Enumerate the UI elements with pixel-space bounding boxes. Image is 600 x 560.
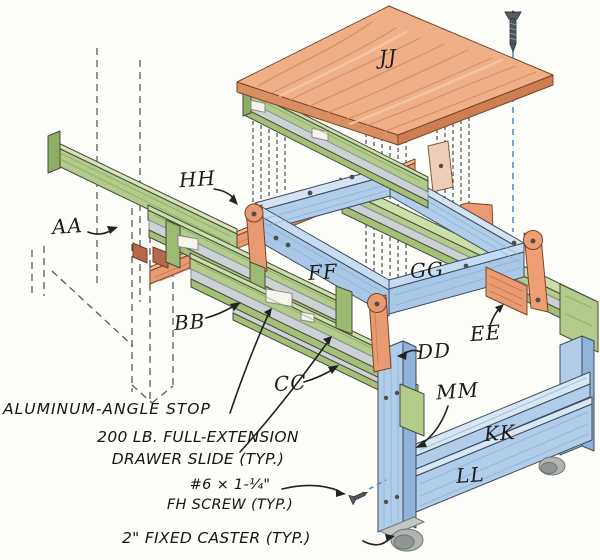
callout-aluminum-angle-stop: ALUMINUM-ANGLE STOP: [3, 400, 211, 418]
callout-fh-screw-line1: #6 × 1-¼": [189, 477, 271, 493]
top-panel: [236, 5, 554, 146]
screw-pilot-dash: [368, 479, 387, 490]
fh-screw-icon: [348, 491, 369, 506]
callout-drawer-slide-line2: DRAWER SLIDE (TYP.): [111, 450, 285, 468]
base-cart: [377, 335, 595, 552]
flathead-screw-icon: [504, 10, 522, 54]
part-label-cc: CC: [273, 369, 308, 397]
rail-cc: [189, 252, 393, 385]
part-label-jj: JJ: [378, 44, 398, 70]
part-label-kk: KK: [483, 419, 517, 447]
part-label-aa: AA: [51, 212, 84, 240]
part-label-bb: BB: [173, 308, 207, 336]
callout-fixed-caster: 2" FIXED CASTER (TYP.): [122, 529, 311, 547]
pivot-arm-a: [244, 203, 268, 301]
part-label-ee: EE: [469, 319, 503, 347]
part-label-dd: DD: [416, 337, 452, 365]
part-label-gg: GG: [409, 256, 445, 284]
part-label-mm: MM: [435, 377, 480, 405]
pivot-bracket-plate: [427, 140, 454, 193]
part-label-ll: LL: [455, 462, 486, 488]
part-label-hh: HH: [178, 165, 217, 193]
callout-fh-screw-line2: FH SCREW (TYP.): [166, 497, 294, 513]
pivot-arm-dd: [367, 293, 392, 373]
callout-drawer-slide-line1: 200 LB. FULL-EXTENSION: [97, 428, 299, 446]
pivot-bracket-ee: [485, 230, 549, 316]
part-label-ff: FF: [307, 258, 339, 286]
leader-arrows: [87, 188, 504, 546]
caster-wheel-icon-right: [538, 456, 566, 476]
caster-wheel-icon: [378, 516, 426, 552]
